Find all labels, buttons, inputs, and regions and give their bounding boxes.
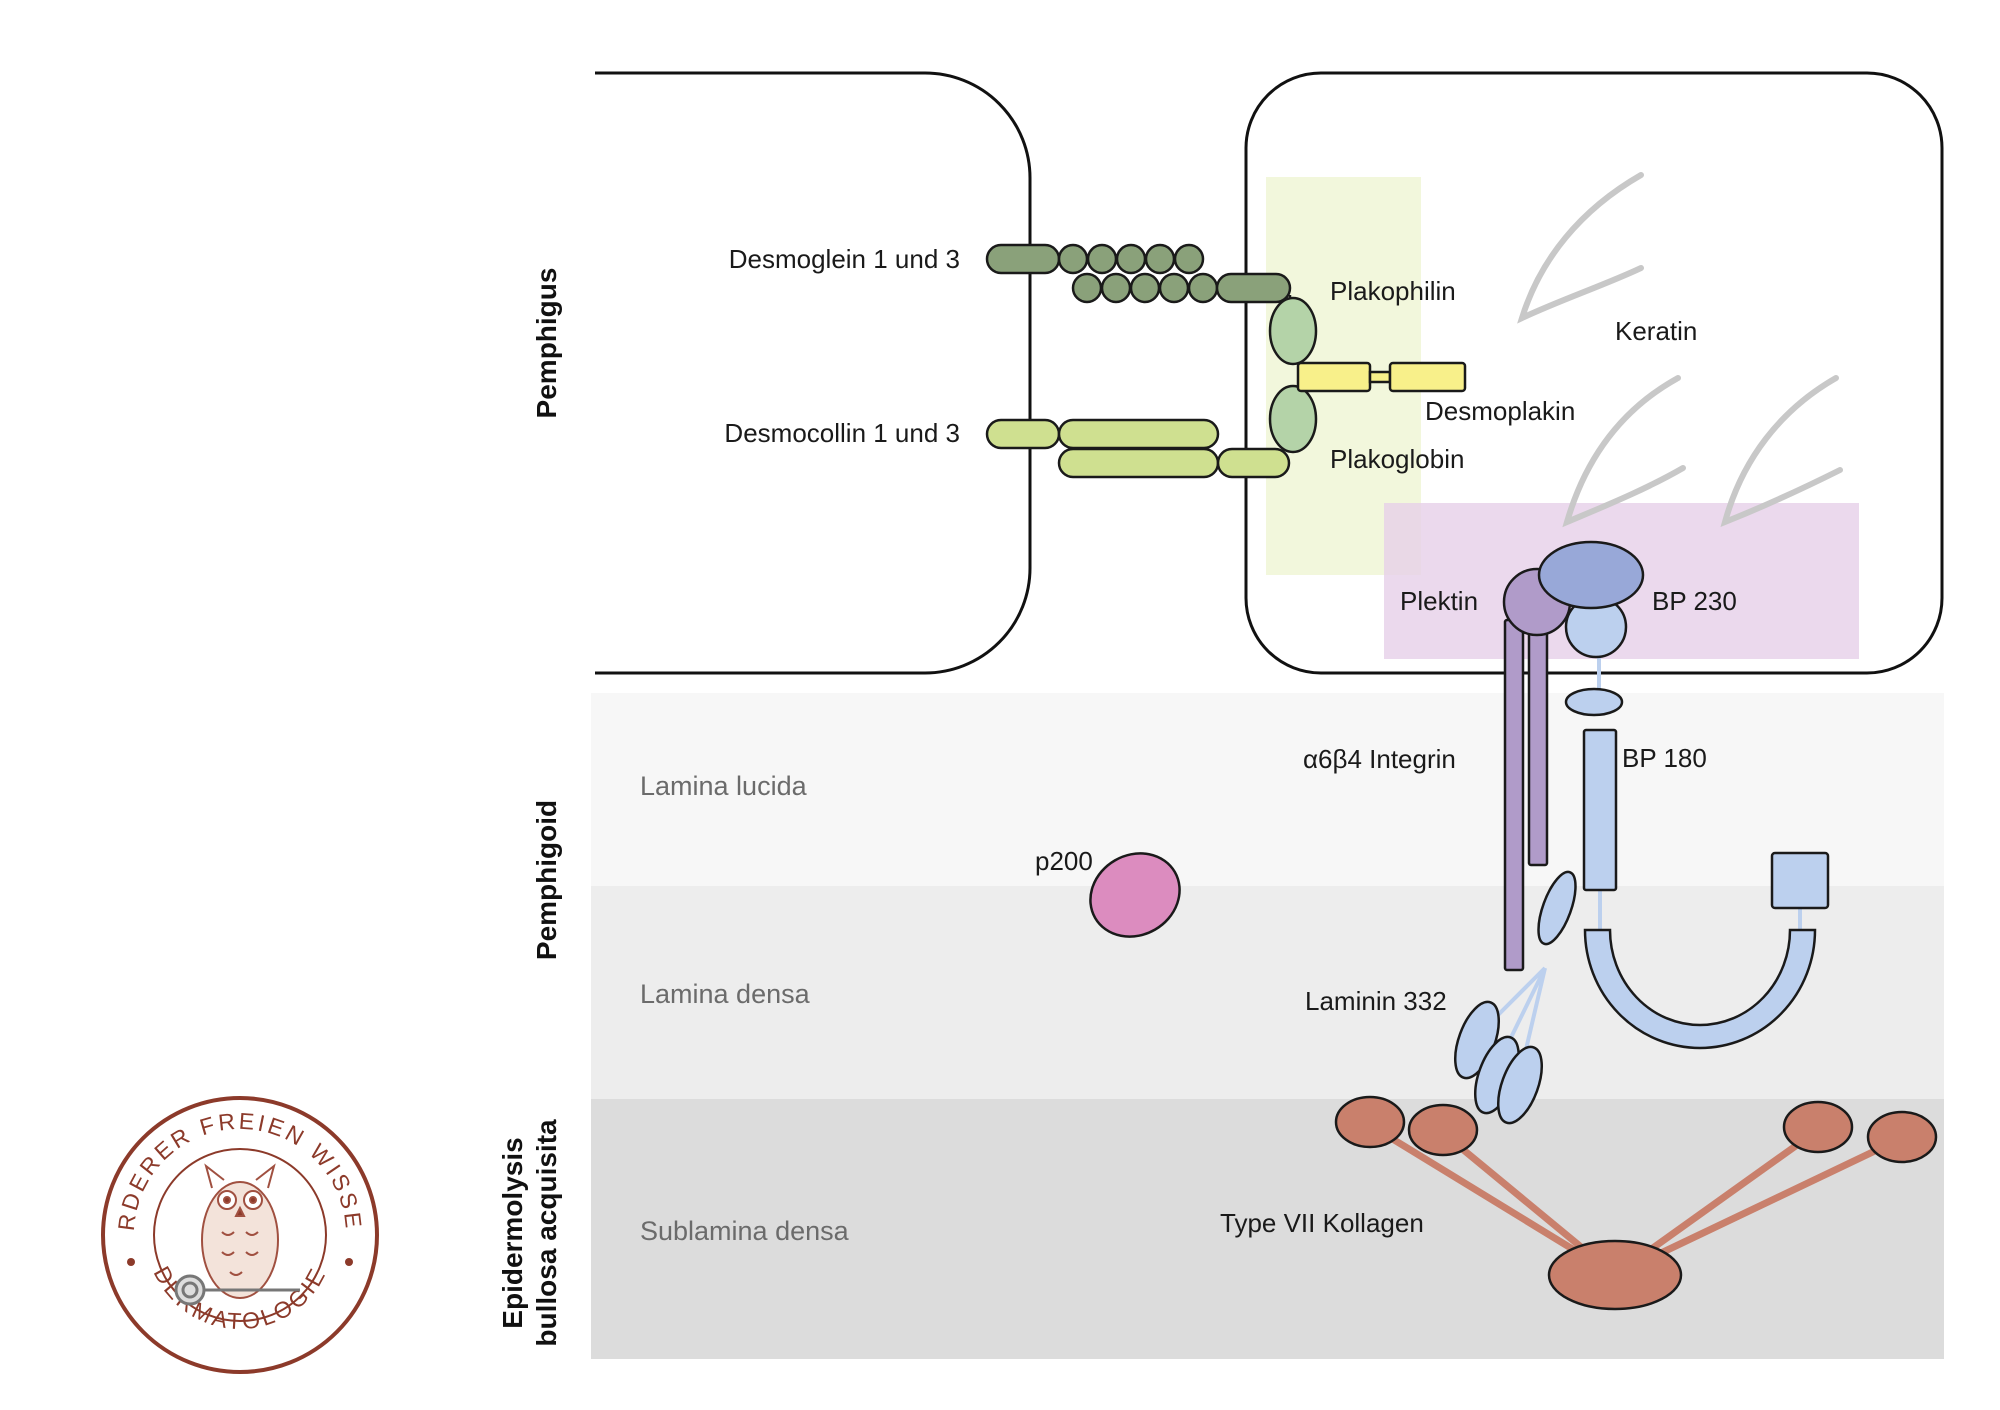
plakoglobin-shape xyxy=(1268,384,1318,454)
desmoglein-bead xyxy=(1158,272,1190,304)
label-eba-line1: Epidermolysis xyxy=(497,1137,528,1328)
bp180-transmembrane-bar xyxy=(1582,728,1618,892)
stamp-dot-right xyxy=(345,1258,353,1266)
stamp-outer-ring xyxy=(101,1096,379,1374)
collagen-nc1-domain xyxy=(1334,1095,1406,1149)
foerderer-stamp-logo: FÖRDERER FREIEN WISSENS DERMATOLOGIE xyxy=(0,0,379,1374)
label-pemphigoid: Pemphigoid xyxy=(531,800,562,960)
desmoglein-bead xyxy=(1100,272,1132,304)
desmocollin-segment xyxy=(1057,418,1220,450)
lamina-densa-band xyxy=(591,886,1944,1099)
label-bp230: BP 230 xyxy=(1652,586,1737,616)
desmoglein-bead xyxy=(1187,272,1219,304)
desmoglein-bead xyxy=(1086,243,1118,275)
desmoglein-complex xyxy=(985,243,1292,304)
plaque-proteins xyxy=(1268,295,1467,454)
right-cell-outline xyxy=(1244,71,1944,675)
desmocollin-segment xyxy=(1216,447,1291,479)
lamina-lucida-band xyxy=(591,693,1944,886)
label-desmocollin: Desmocollin 1 und 3 xyxy=(724,418,960,448)
desmocollin-complex xyxy=(985,418,1291,479)
owl-icon xyxy=(201,1163,279,1299)
label-sublamina-densa: Sublamina densa xyxy=(640,1216,850,1246)
label-keratin: Keratin xyxy=(1615,316,1697,346)
desmoplakin-linker xyxy=(1368,370,1392,384)
laminin-complex xyxy=(1453,870,1577,1125)
keratin-filaments xyxy=(1517,172,1843,528)
bp180-terminal-box xyxy=(1770,851,1830,910)
desmoglein-segment xyxy=(1215,272,1292,304)
label-desmoplakin: Desmoplakin xyxy=(1425,396,1575,426)
integrin-beta4-bar xyxy=(1503,618,1525,972)
desmoglein-bead xyxy=(1173,243,1205,275)
stethoscope-icon xyxy=(174,1274,300,1306)
label-lamina-densa: Lamina densa xyxy=(640,979,811,1009)
desmocollin-segment xyxy=(1057,447,1220,479)
keratin-filament-3 xyxy=(1720,375,1843,528)
desmoglein-segment xyxy=(985,243,1061,275)
bp230-head xyxy=(1537,540,1645,610)
left-cell-outline xyxy=(595,71,1032,675)
desmoplakin-segment xyxy=(1296,361,1372,393)
label-plakoglobin: Plakoglobin xyxy=(1330,444,1464,474)
collagen-nc2-domain xyxy=(1547,1239,1683,1311)
keratin-filament-2 xyxy=(1562,375,1686,528)
bp180-intracellular-domain xyxy=(1564,687,1624,717)
label-laminin: Laminin 332 xyxy=(1305,986,1447,1016)
desmoglein-bead xyxy=(1115,243,1147,275)
label-lamina-lucida: Lamina lucida xyxy=(640,771,808,801)
label-collagen: Type VII Kollagen xyxy=(1220,1208,1424,1238)
label-plakophilin: Plakophilin xyxy=(1330,276,1456,306)
p200-shape xyxy=(1089,852,1181,938)
desmocollin-segment xyxy=(985,418,1061,450)
stamp-dot-left xyxy=(127,1258,135,1266)
desmoglein-bead xyxy=(1129,272,1161,304)
bp180-complex xyxy=(1564,687,1830,1050)
keratin-filament-1 xyxy=(1517,172,1644,324)
label-integrin: α6β4 Integrin xyxy=(1303,744,1456,774)
label-bp180: BP 180 xyxy=(1622,743,1707,773)
label-pemphigus: Pemphigus xyxy=(531,268,562,419)
desmoplakin-segment xyxy=(1388,361,1467,393)
stamp-inner-ring xyxy=(153,1148,327,1322)
label-desmoglein: Desmoglein 1 und 3 xyxy=(729,244,960,274)
plakophilin-shape xyxy=(1268,296,1318,366)
integrin-alpha6-bar xyxy=(1527,618,1549,867)
label-eba-line2: bullosa acquisita xyxy=(531,1119,562,1347)
bp180-ectodomain-arc xyxy=(1583,928,1817,1050)
laminin-domain xyxy=(1496,1045,1544,1125)
label-plektin: Plektin xyxy=(1400,586,1478,616)
stamp-top-text: FÖRDERER FREIEN WISSENS xyxy=(0,0,367,1232)
label-p200: p200 xyxy=(1035,846,1093,876)
plektin-bp230-complex xyxy=(1502,540,1645,659)
collagen-nc1-domain xyxy=(1407,1103,1479,1157)
laminin-domain xyxy=(1537,870,1577,946)
collagen-nc1-domain xyxy=(1866,1110,1938,1164)
collagen-nc1-domain xyxy=(1782,1100,1854,1154)
desmoglein-bead xyxy=(1144,243,1176,275)
desmoglein-bead xyxy=(1057,243,1089,275)
collagen-vii-complex xyxy=(1334,1095,1938,1311)
desmoglein-bead xyxy=(1071,272,1103,304)
